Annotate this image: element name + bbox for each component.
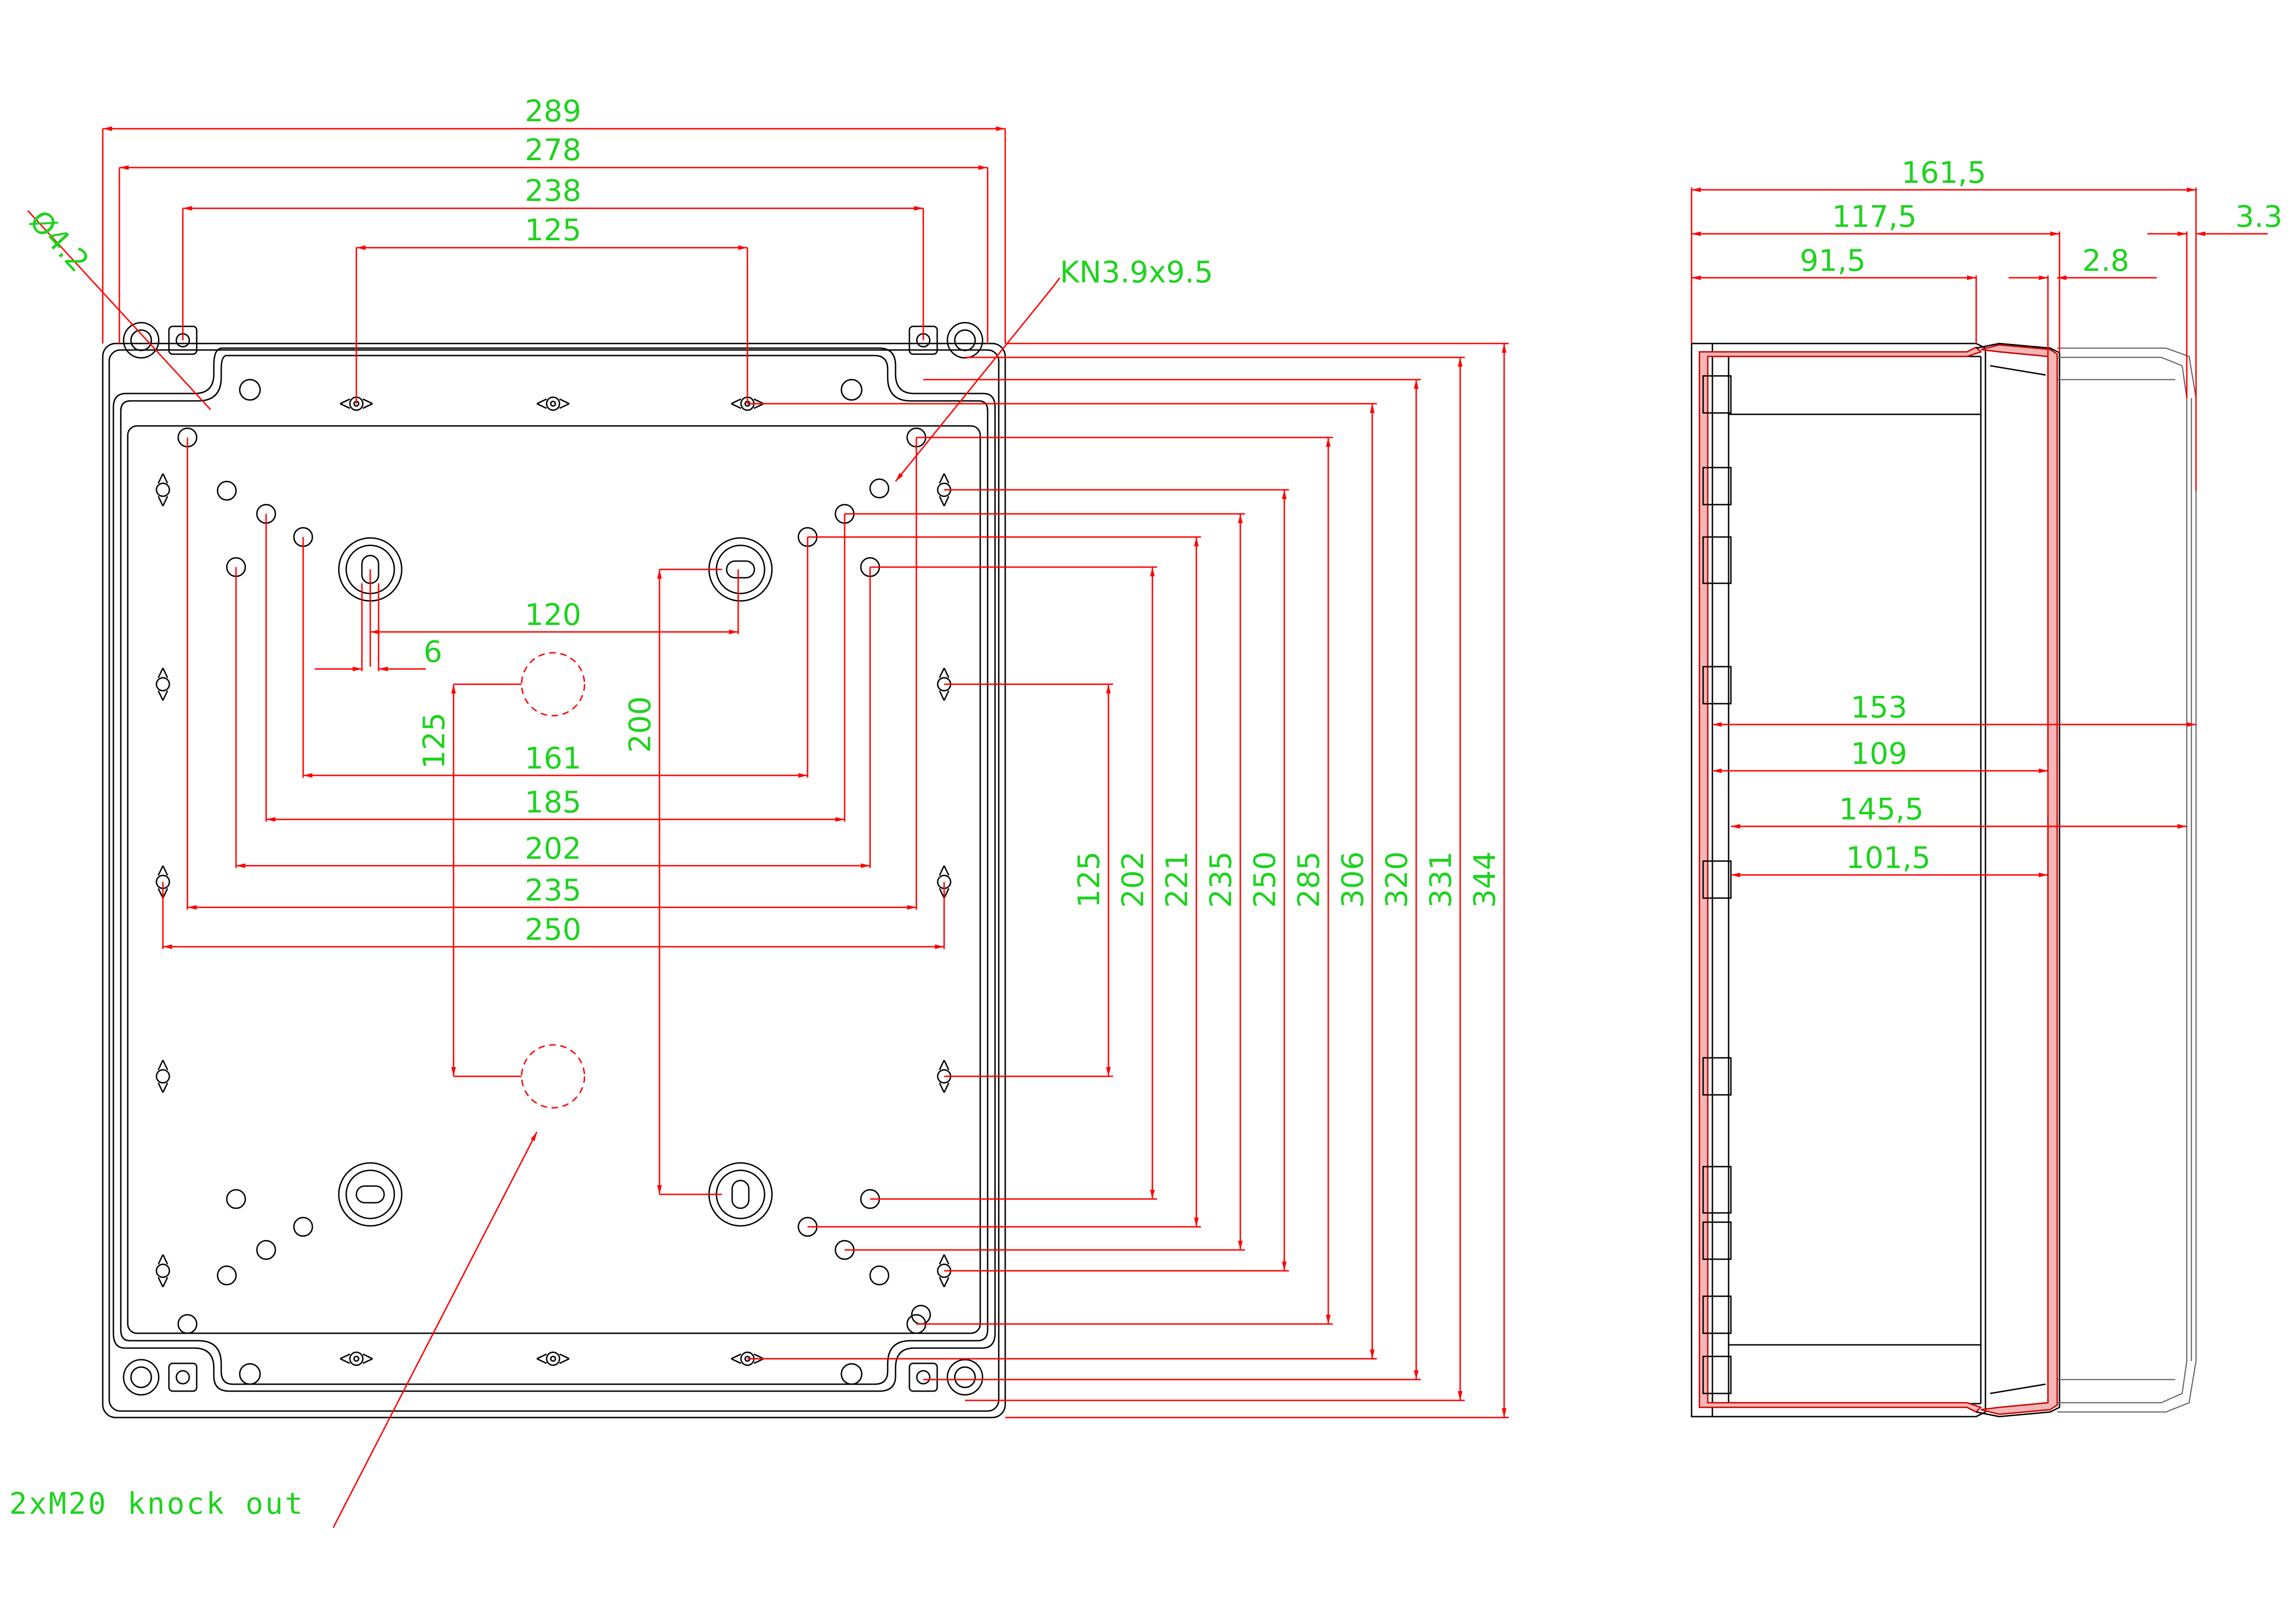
corner-screw-bottom-right bbox=[946, 1359, 983, 1396]
side-dim-101-5: 101,5 bbox=[1846, 841, 1930, 875]
dim-238: 238 bbox=[525, 174, 581, 208]
front-view: 289 278 238 125 Ø4.2 KN3.9x9.5 120 6 125… bbox=[9, 94, 1509, 1528]
dim-250: 250 bbox=[525, 913, 581, 947]
hole-diameter-label: Ø4.2 bbox=[22, 204, 95, 279]
lid-wall-section bbox=[1980, 344, 2058, 1415]
dim-right-235: 235 bbox=[1204, 851, 1238, 908]
corner-screw-top-right bbox=[946, 322, 983, 359]
side-dim-153: 153 bbox=[1851, 691, 1907, 725]
dim-right-306: 306 bbox=[1336, 851, 1370, 908]
corner-screw-top-left bbox=[123, 322, 160, 359]
dim-right-285: 285 bbox=[1292, 851, 1326, 908]
dim-289: 289 bbox=[525, 94, 581, 129]
dim-right-221: 221 bbox=[1160, 851, 1195, 908]
dim-120: 120 bbox=[525, 598, 581, 632]
side-dim-117-5: 117,5 bbox=[1832, 200, 1916, 234]
side-dim-91-5: 91,5 bbox=[1800, 244, 1866, 278]
screw-bosses bbox=[156, 396, 952, 1366]
side-dim-145-5: 145,5 bbox=[1839, 793, 1923, 827]
enclosure-outline bbox=[102, 343, 1006, 1418]
dim-right-344: 344 bbox=[1468, 851, 1502, 908]
knockout-bottom bbox=[521, 1044, 585, 1109]
dim-185: 185 bbox=[525, 786, 581, 820]
side-dim-161-5: 161,5 bbox=[1901, 156, 1986, 190]
screw-label: KN3.9x9.5 bbox=[1060, 256, 1213, 290]
dim-161: 161 bbox=[525, 742, 581, 776]
side-dim-3-3: 3.3 bbox=[2235, 200, 2283, 234]
dim-right-250: 250 bbox=[1248, 851, 1282, 908]
dim-125-top: 125 bbox=[525, 213, 581, 248]
base-wall-section bbox=[1699, 346, 1982, 1413]
dim-right-320: 320 bbox=[1380, 851, 1414, 908]
dim-right-331: 331 bbox=[1424, 851, 1458, 908]
dim-6: 6 bbox=[423, 635, 442, 669]
dim-125-knockout: 125 bbox=[417, 712, 452, 769]
side-dim-109: 109 bbox=[1851, 737, 1907, 771]
side-dim-2-8: 2.8 bbox=[2082, 244, 2129, 278]
dim-202: 202 bbox=[525, 832, 581, 866]
mounting-slot-bottom-left bbox=[338, 1162, 403, 1227]
dim-235: 235 bbox=[525, 874, 581, 908]
lid-inner-outline bbox=[112, 347, 996, 1392]
knockout-label: 2xM20 knock out bbox=[9, 1487, 305, 1521]
dim-right-125: 125 bbox=[1072, 851, 1107, 908]
dim-200: 200 bbox=[623, 696, 658, 753]
dim-right-202: 202 bbox=[1116, 851, 1151, 908]
side-view: 161,5 117,5 91,5 3.3 2.8 153 109 145,5 1… bbox=[1691, 156, 2283, 1418]
corner-screw-bottom-left bbox=[123, 1359, 160, 1396]
dim-278: 278 bbox=[525, 133, 581, 168]
knockout-top bbox=[521, 652, 585, 717]
